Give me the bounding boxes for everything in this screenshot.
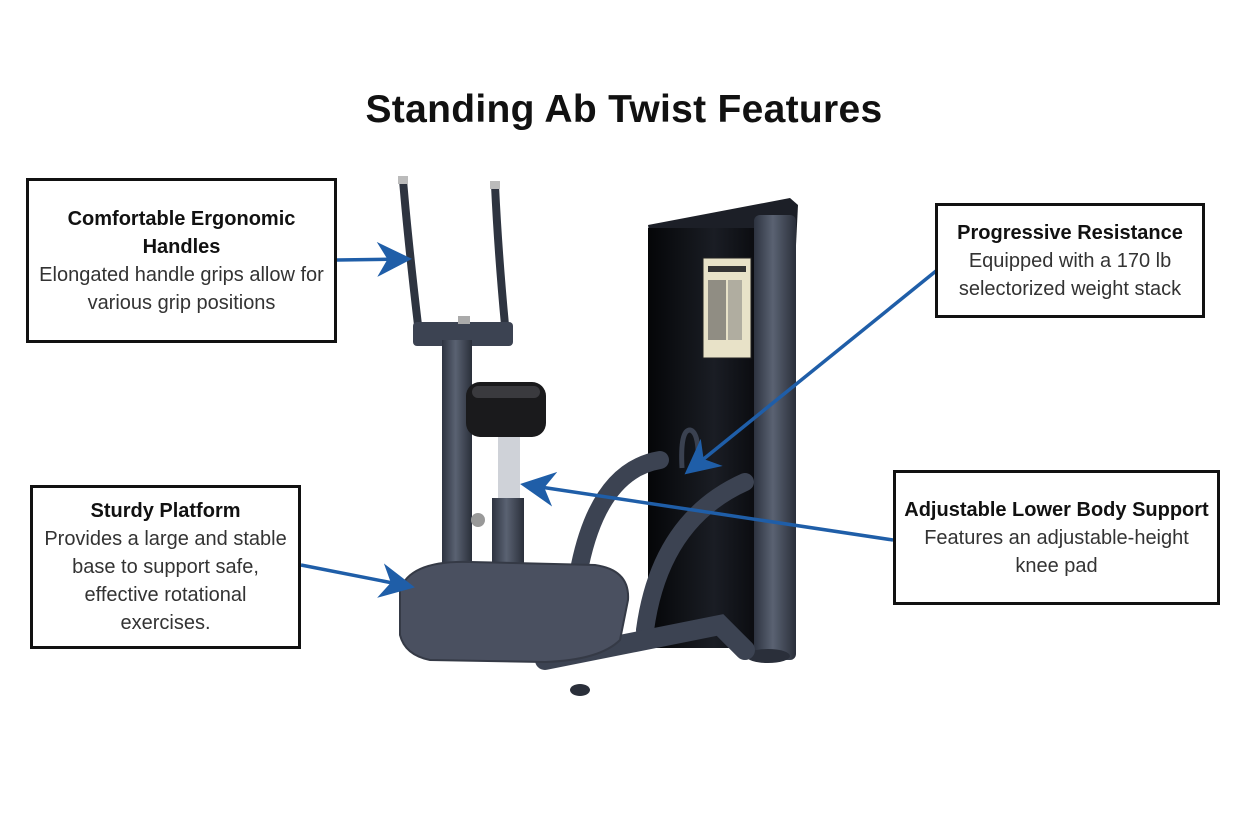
callout-handles-heading: Comfortable Ergonomic Handles (67, 207, 296, 258)
callout-lower-body: Adjustable Lower Body Support Features a… (893, 470, 1220, 605)
arrow-handles (336, 241, 412, 277)
callout-resistance-body: Equipped with a 170 lb selectorized weig… (958, 249, 1182, 300)
callout-handles-body: Elongated handle grips allow for various… (39, 263, 324, 314)
arrow-lower-body (520, 471, 894, 542)
arrow-platform (300, 563, 415, 598)
callout-platform-heading: Sturdy Platform (90, 500, 241, 522)
callout-handles: Comfortable Ergonomic Handles Elongated … (26, 178, 337, 343)
callout-platform-body: Provides a large and stable base to supp… (44, 528, 287, 634)
platform (399, 560, 630, 696)
callout-lower-body-body: Features an adjustable-height knee pad (924, 526, 1189, 577)
callout-lower-body-heading: Adjustable Lower Body Support (904, 498, 1209, 521)
callout-platform: Sturdy Platform Provides a large and sta… (30, 485, 301, 649)
callout-arrows (300, 241, 938, 598)
weight-stack-tower (648, 198, 798, 663)
arrow-resistance (684, 269, 938, 475)
page-title: Standing Ab Twist Features (365, 88, 883, 131)
callout-resistance-heading: Progressive Resistance (957, 221, 1183, 244)
callout-resistance: Progressive Resistance Equipped with a 1… (935, 203, 1205, 318)
